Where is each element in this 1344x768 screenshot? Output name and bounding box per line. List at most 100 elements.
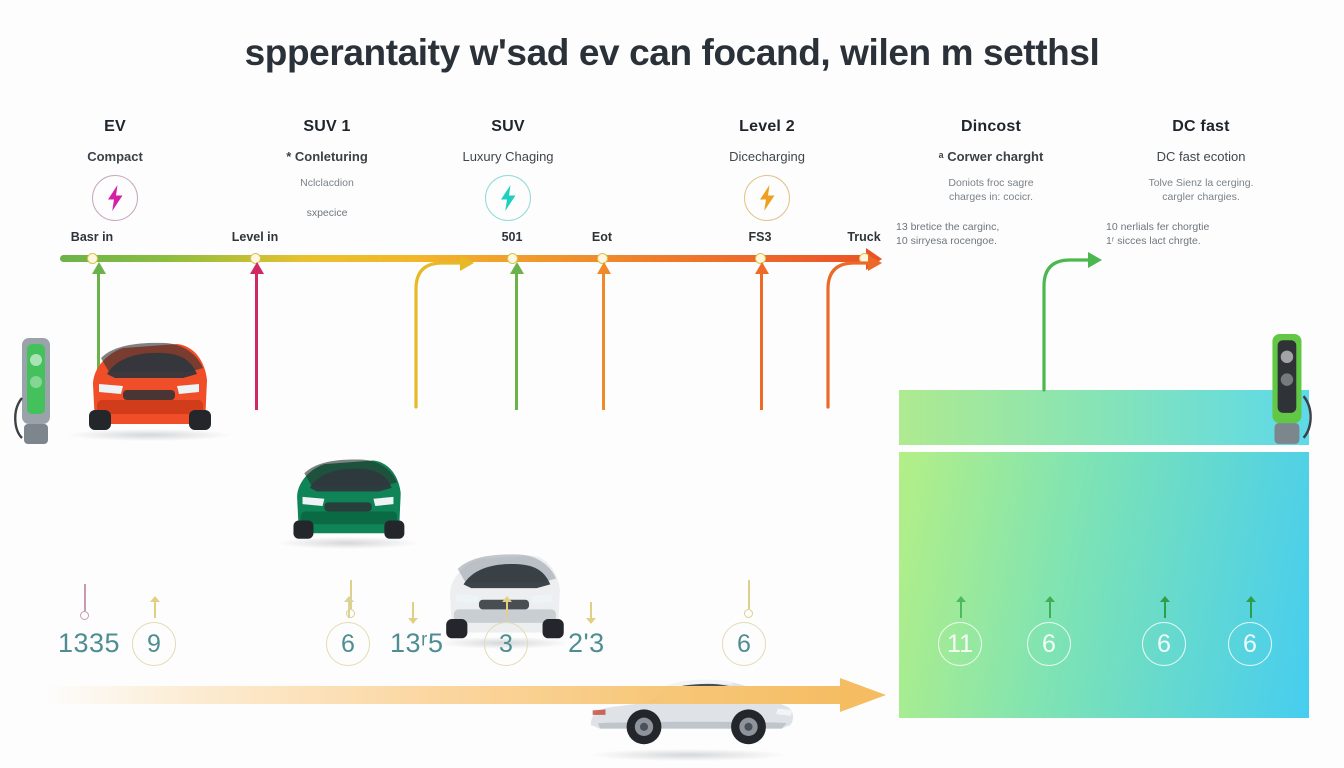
page-title: spperantaity w'sad ev can focand, wilen …	[244, 32, 1100, 73]
icon-badge	[485, 175, 531, 221]
lightning-bolt-icon	[760, 185, 775, 211]
timeline-label: 501	[501, 230, 523, 244]
connector-arrowhead	[596, 262, 611, 274]
column-title: SUV 1	[303, 118, 351, 135]
gradient-band-top	[899, 390, 1309, 445]
elbow-arrowhead	[868, 255, 882, 271]
icon-badge	[744, 175, 790, 221]
metric-value: 11	[938, 622, 982, 666]
tick-head	[408, 618, 418, 624]
metric-value: 3	[484, 622, 528, 666]
tick-stem	[412, 602, 414, 620]
column-note-secondary: sxpecice	[306, 207, 348, 219]
drop-line	[84, 584, 86, 611]
column-subtitle: Compact	[87, 149, 143, 164]
connector-level-in	[249, 262, 264, 410]
metric-value: 6	[1228, 622, 1272, 666]
column-title: Level 2	[739, 118, 795, 135]
column-title: DC fast	[1172, 118, 1230, 135]
column-note-secondary: 10 nerlials fer chorgtie 1ʳ sicces lact …	[1106, 221, 1210, 247]
drop-line	[350, 580, 352, 609]
tick-stem	[506, 600, 508, 618]
connector-501	[509, 262, 524, 410]
tick-arrow-up-icon	[1160, 596, 1170, 618]
metric-value: 13ʳ5	[390, 628, 444, 658]
tick-stem	[960, 600, 962, 618]
metric-1375: 13ʳ5	[390, 602, 444, 658]
vehicle-shadow	[277, 537, 419, 549]
timeline-label: Truck	[847, 230, 881, 244]
tick-stem	[1164, 600, 1166, 618]
drop-ring	[346, 609, 355, 618]
panel-metric-11: 11	[938, 596, 982, 666]
charging-station-left[interactable]	[14, 338, 60, 446]
connector-arrowhead	[754, 262, 769, 274]
connector-stem	[515, 272, 518, 410]
car-van-white-illustration	[824, 760, 930, 768]
column-subtitle: DC fast ecotion	[1156, 149, 1246, 164]
tick-head	[1246, 596, 1256, 602]
tick-stem	[154, 600, 156, 618]
vehicle-shadow	[591, 749, 785, 761]
metric-value: 6	[1142, 622, 1186, 666]
charging-station-left-illustration	[14, 338, 50, 444]
charging-station-right-illustration	[1272, 334, 1312, 444]
tick-arrow-up-icon	[344, 596, 354, 618]
column-note: Doniots froc sagre charges in: cocicr.	[948, 177, 1034, 203]
tick-head	[956, 596, 966, 602]
connector-stem	[97, 272, 100, 410]
lightning-bolt-icon	[501, 185, 516, 211]
tick-arrow-down-icon	[408, 602, 418, 624]
tick-stem	[1049, 600, 1051, 618]
elbow-yellow	[412, 255, 474, 409]
car-van-white	[824, 760, 930, 768]
car-suv-white	[430, 540, 578, 649]
tick-head	[150, 596, 160, 602]
car-compact-red-illustration	[89, 342, 211, 430]
metric-6b: 6	[722, 622, 766, 666]
metric-value: 6	[326, 622, 370, 666]
connector-stem	[255, 272, 258, 410]
column-subtitle: * Conleturing	[286, 149, 368, 164]
tick-arrow-up-icon	[150, 596, 160, 618]
charging-station-right[interactable]	[1262, 334, 1314, 446]
lightning-bolt-icon	[108, 185, 123, 211]
tick-arrow-down-icon	[586, 602, 596, 624]
metric-value: 6	[1027, 622, 1071, 666]
drop-ring	[744, 609, 753, 618]
panel-metric-6a: 6	[1027, 596, 1071, 666]
drop-ring	[80, 611, 89, 620]
metric-9: 9	[132, 596, 176, 666]
connector-arrowhead	[249, 262, 264, 274]
connector-compact	[91, 262, 106, 410]
tick-head	[586, 618, 596, 624]
tick-stem	[348, 600, 350, 618]
connector-arrowhead	[509, 262, 524, 274]
panel-metric-6b: 6	[1142, 596, 1186, 666]
tick-arrow-up-icon	[1246, 596, 1256, 618]
metric-value: 1335	[58, 628, 121, 658]
connector-fs3	[754, 262, 769, 410]
drop-line	[748, 580, 750, 609]
column-note: Tolve Sienz la cerging. cargler chargies…	[1148, 177, 1254, 203]
car-compact-red	[56, 328, 242, 441]
icon-badge	[92, 175, 138, 221]
timeline-label: Eot	[591, 230, 613, 244]
elbow-green	[1040, 252, 1102, 392]
connector-stem	[760, 272, 763, 410]
metric-23: 2'3	[568, 602, 605, 658]
tick-arrow-up-icon	[502, 596, 512, 618]
gradient-panel-main	[899, 452, 1309, 718]
metric-3: 3	[484, 596, 528, 666]
column-title: SUV	[491, 118, 525, 135]
tick-stem	[590, 602, 592, 620]
connector-eot	[596, 262, 611, 410]
column-subtitle: ᵃ Corwer charght	[938, 149, 1044, 164]
